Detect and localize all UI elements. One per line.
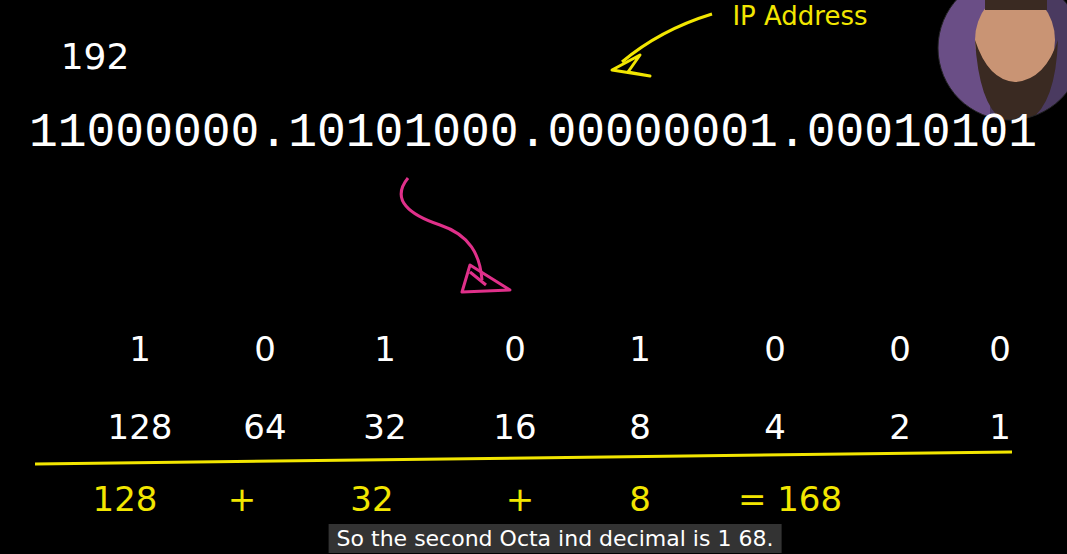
bit-value: 1	[374, 331, 396, 368]
bit-value: 0	[254, 331, 276, 368]
place-value: 4	[764, 409, 786, 446]
place-value: 64	[243, 409, 286, 446]
bit-value: 1	[629, 331, 651, 368]
yellow-arrow	[622, 14, 712, 62]
ip-address-label: IP Address	[732, 2, 867, 31]
place-value: 8	[629, 409, 651, 446]
sum-term: 32	[350, 481, 393, 518]
bit-value: 0	[889, 331, 911, 368]
place-value: 16	[493, 409, 536, 446]
place-value: 2	[889, 409, 911, 446]
sum-term: 8	[629, 481, 651, 518]
subtitle-caption: So the second Octa ind decimal is 1 68.	[329, 524, 782, 553]
place-value: 1	[989, 409, 1011, 446]
yellow-arrowhead	[612, 55, 650, 76]
plus-sign: +	[228, 481, 257, 518]
place-value: 32	[363, 409, 406, 446]
plus-sign: +	[506, 481, 535, 518]
pink-arrowhead	[462, 265, 510, 292]
bit-value: 0	[989, 331, 1011, 368]
bit-value: 1	[129, 331, 151, 368]
sum-result: = 168	[738, 481, 842, 518]
binary-ip-address: 11000000.10101000.00000001.00010101	[29, 107, 1037, 160]
webcam-ring	[938, 0, 1067, 120]
octet-decimal: 192	[61, 37, 130, 77]
sum-term: 128	[93, 481, 158, 518]
bit-value: 0	[504, 331, 526, 368]
bit-value: 0	[764, 331, 786, 368]
sum-underline	[35, 452, 1012, 464]
place-value: 128	[108, 409, 173, 446]
